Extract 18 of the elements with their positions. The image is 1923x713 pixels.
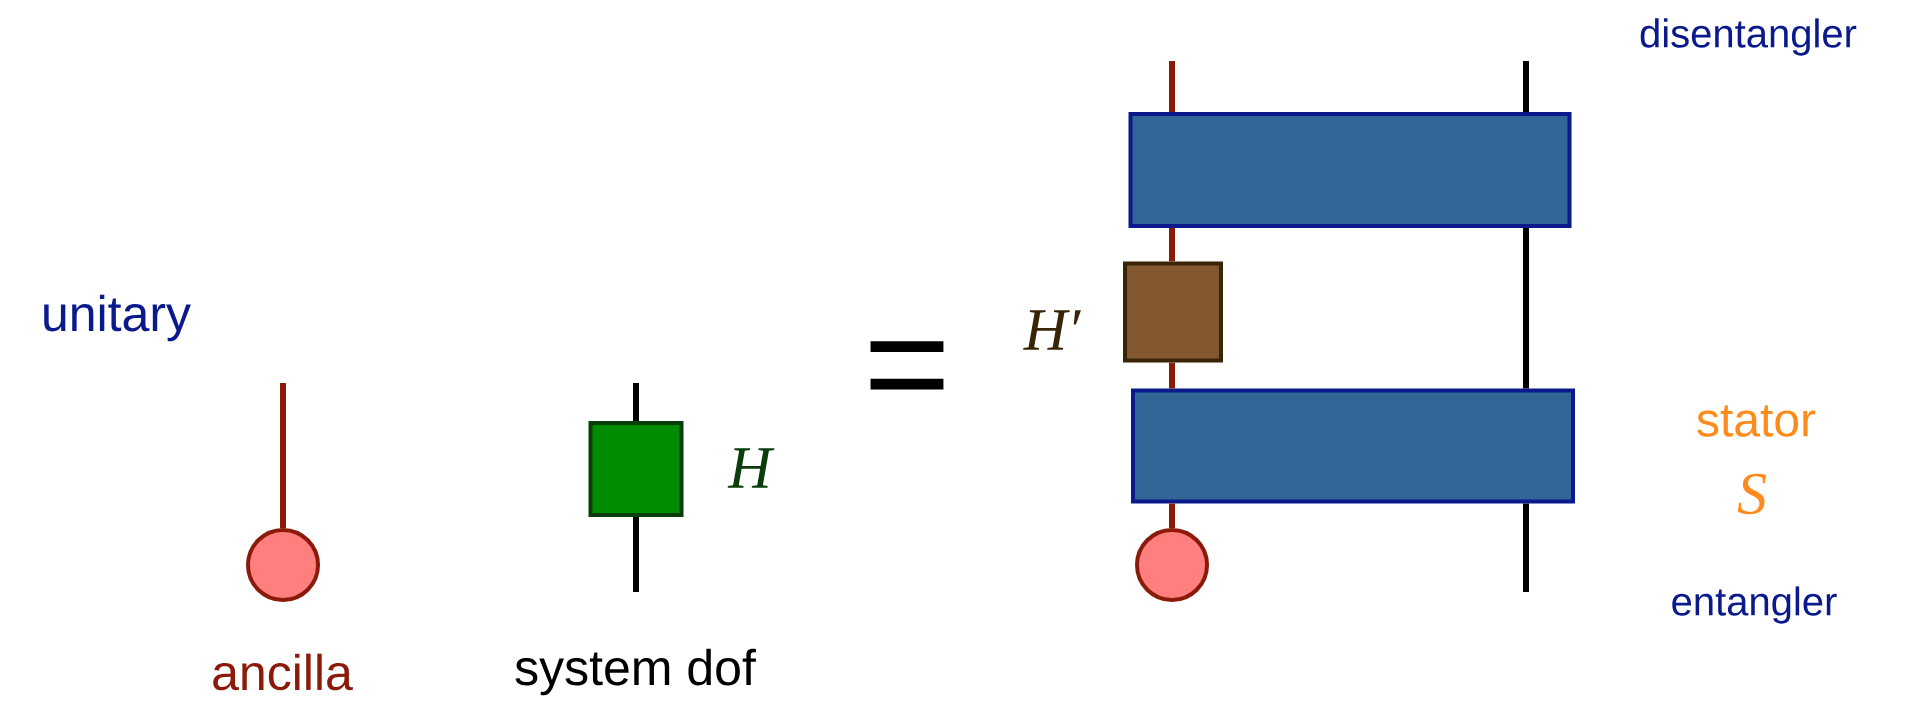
tensor-box (1123, 261, 1223, 363)
ancilla-circle (1135, 528, 1209, 602)
wire (1169, 228, 1175, 262)
text-label: stator (1697, 405, 1816, 437)
math-symbol: H′ (1023, 310, 1081, 350)
tensor-box (1128, 112, 1572, 228)
wire (1169, 362, 1175, 389)
equals-sign: = (870, 341, 944, 390)
tensor-box (1131, 388, 1575, 504)
wire (1523, 61, 1529, 112)
wire (1523, 228, 1529, 389)
wire (1169, 61, 1175, 112)
ancilla-circle (246, 528, 320, 602)
math-symbol: H (727, 448, 775, 488)
text-label: ancilla (213, 653, 353, 691)
text-label: system dof (515, 648, 756, 696)
tensor-box (588, 421, 684, 517)
text-label: S (1737, 473, 1767, 515)
